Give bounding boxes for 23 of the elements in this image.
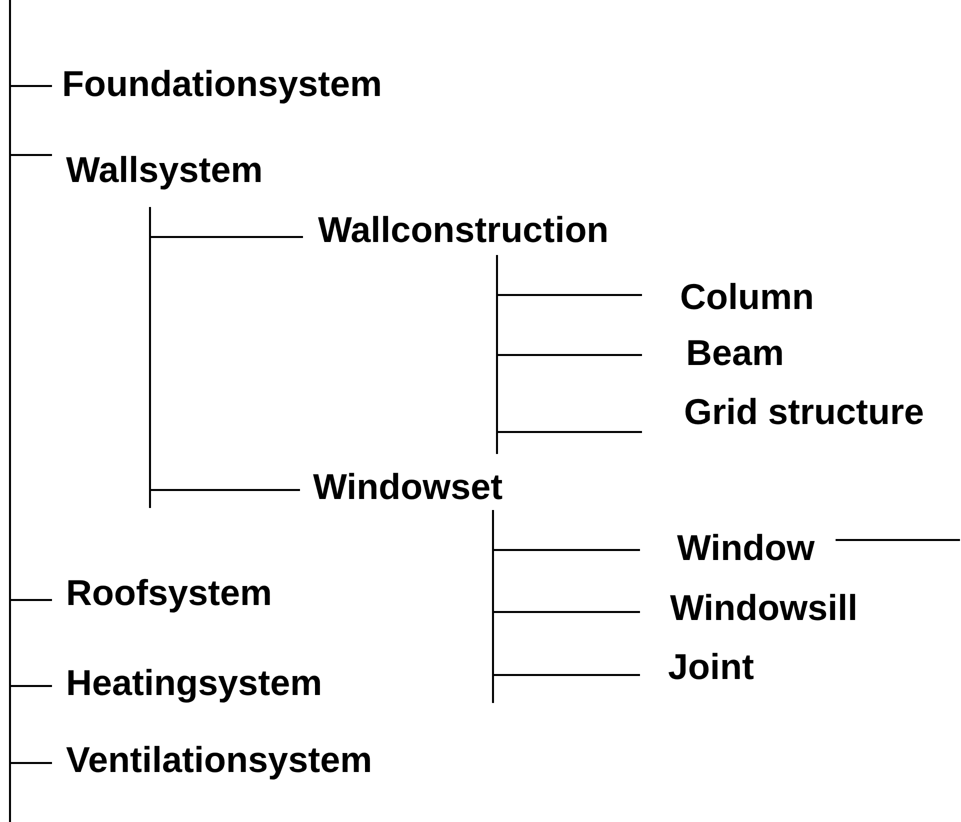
tree-item: Heatingsystem: [52, 663, 322, 703]
tree-item: Foundationsystem: [52, 64, 382, 104]
connector-line: [496, 255, 642, 433]
tree-item: Wallconstruction: [303, 210, 609, 250]
tree-line: [9, 0, 11, 822]
connector-line: [10, 154, 52, 156]
connector-line: [10, 599, 52, 601]
connector-line: [149, 207, 300, 491]
tree-item: Ventilationsystem: [52, 740, 372, 780]
connector-line: [10, 762, 52, 764]
tree-item: Beam: [642, 333, 784, 373]
tree-item: Roofsystem: [52, 573, 272, 613]
connector-line: [492, 510, 640, 676]
connector-line: [836, 539, 960, 541]
tree-item: Grid structure: [642, 392, 924, 432]
tree-item: Windowset: [300, 467, 503, 507]
connector-line: [10, 85, 52, 87]
tree-item: Column: [642, 277, 814, 317]
tree-item: Windowsill: [640, 588, 858, 628]
tree-item: Joint: [640, 647, 754, 687]
connector-line: [10, 685, 52, 687]
tree-item: Wallsystem: [52, 150, 263, 190]
tree-item: Window: [640, 528, 850, 568]
